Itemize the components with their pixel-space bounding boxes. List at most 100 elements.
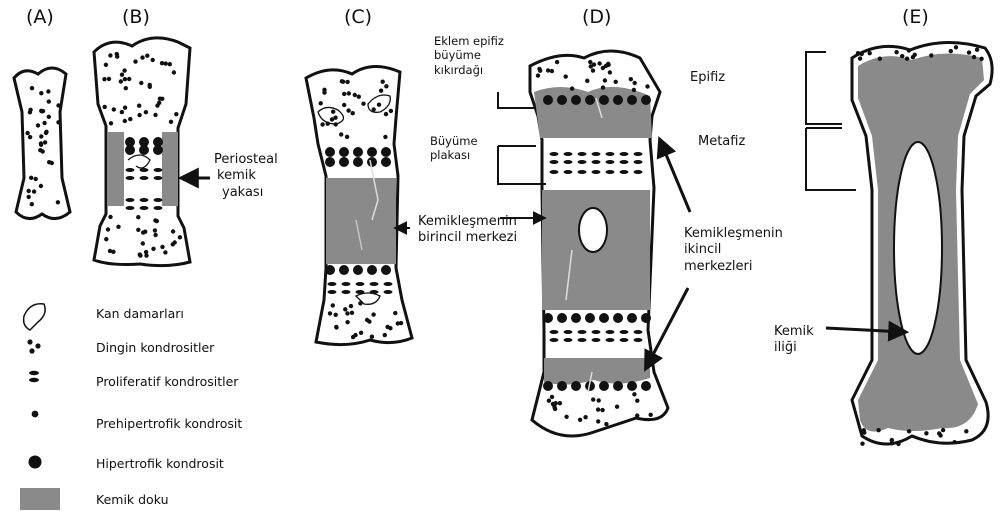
legend-symbols [20,304,60,510]
resting-chondrocyte [345,320,349,324]
resting-chondrocyte [342,103,346,107]
resting-chondrocyte [120,110,124,114]
resting-chondrocyte [25,131,29,135]
resting-chondrocyte [345,80,349,84]
hypertrophic-chondrocyte [325,265,335,275]
hypertrophic-chondrocyte [543,381,553,391]
resting-chondrocyte [122,68,126,72]
resting-chondrocyte [979,57,983,61]
resting-chondrocyte [145,54,149,58]
resting-chondrocyte-icon [27,339,40,353]
proliferative-chondrocyte [578,160,587,164]
label-periosteal-collar: Periosteal kemik yakası [214,152,278,201]
hypertrophic-chondrocyte [571,313,581,323]
resting-chondrocyte [47,99,51,103]
resting-chondrocyte [127,77,131,81]
proliferative-chondrocyte [154,176,163,180]
legend-label-hypertrophic: Hipertrofik kondrosit [96,456,224,472]
resting-chondrocyte [32,189,36,193]
resting-chondrocyte [389,109,393,113]
proliferative-chondrocyte [126,198,135,202]
legend-label-vessels: Kan damarları [96,306,184,322]
proliferative-chondrocyte [620,170,629,174]
resting-chondrocyte [536,73,540,77]
hypertrophic-chondrocyte [627,381,637,391]
hypertrophic-chondrocyte [613,313,623,323]
hypertrophic-chondrocyte [571,95,581,105]
resting-chondrocyte [596,407,600,411]
resting-chondrocyte [964,429,968,433]
resting-chondrocyte [136,228,140,232]
resting-chondrocyte [56,200,60,204]
resting-chondrocyte [30,202,34,206]
resting-chondrocyte [649,413,653,417]
resting-chondrocyte [153,233,157,237]
vessel-icon [24,304,46,330]
proliferative-chondrocyte [592,152,601,156]
proliferative-chondrocyte [140,206,149,210]
resting-chondrocyte [144,110,148,114]
resting-chondrocyte [578,418,582,422]
proliferative-chondrocyte [620,152,629,156]
resting-chondrocyte [896,442,900,446]
proliferative-chondrocyte [328,290,337,294]
resting-chondrocyte [345,135,349,139]
resting-chondrocyte [635,413,639,417]
resting-chondrocyte [102,77,106,81]
resting-chondrocyte [383,135,387,139]
resting-chondrocyte [36,123,40,127]
resting-chondrocyte [860,442,864,446]
resting-chondrocyte [47,160,51,164]
resting-chondrocyte [905,57,909,61]
resting-chondrocyte [359,331,363,335]
stage-c-primary-ossification [306,66,412,344]
resting-chondrocyte [171,242,175,246]
resting-chondrocyte [120,73,124,77]
resting-chondrocyte [975,48,979,52]
hypertrophic-chondrocyte [557,313,567,323]
resting-chondrocyte [583,415,587,419]
resting-chondrocyte [900,54,904,58]
hypertrophic-chondrocyte [641,95,651,105]
resting-chondrocyte [151,247,155,251]
resting-chondrocyte [546,68,550,72]
hypertrophic-chondrocyte [367,157,377,167]
resting-chondrocyte [123,77,127,81]
resting-chondrocyte [938,433,942,437]
proliferative-chondrocyte [384,282,393,286]
label-secondary-centers: Kemikleşmenin ikincil merkezleri [684,226,783,275]
resting-chondrocyte [860,52,864,56]
resting-chondrocyte [341,80,345,84]
resting-chondrocyte [56,120,60,124]
proliferative-chondrocyte [126,176,135,180]
label-primary-center: Kemikleşmenin birincil merkezi [418,214,517,247]
resting-chondrocyte [140,55,144,59]
resting-chondrocyte [178,235,182,239]
proliferative-chondrocyte [550,152,559,156]
resting-chondrocyte [328,311,332,315]
resting-chondrocyte [608,70,612,74]
resting-chondrocyte [555,60,559,64]
resting-chondrocyte [924,431,928,435]
resting-chondrocyte [158,97,162,101]
resting-chondrocyte [319,101,323,105]
legend-label-proliferative: Proliferatif kondrositler [96,374,238,390]
resting-chondrocyte [103,105,107,109]
resting-chondrocyte [878,57,882,61]
hypertrophic-chondrocyte [599,313,609,323]
resting-chondrocyte [148,85,152,89]
hypertrophic-chondrocyte [613,381,623,391]
resting-chondrocyte [952,440,956,444]
stage-e-mature-bone [852,42,992,446]
proliferative-chondrocyte [154,198,163,202]
proliferative-chondrocyte [140,176,149,180]
resting-chondrocyte [343,307,347,311]
stage-d-secondary-ossification [530,51,668,436]
resting-chondrocyte [592,62,596,66]
resting-chondrocyte [361,102,365,106]
resting-chondrocyte [42,121,46,125]
proliferative-chondrocyte [154,206,163,210]
proliferative-chondrocyte [550,330,559,334]
panel-label-d: (D) [582,6,611,30]
